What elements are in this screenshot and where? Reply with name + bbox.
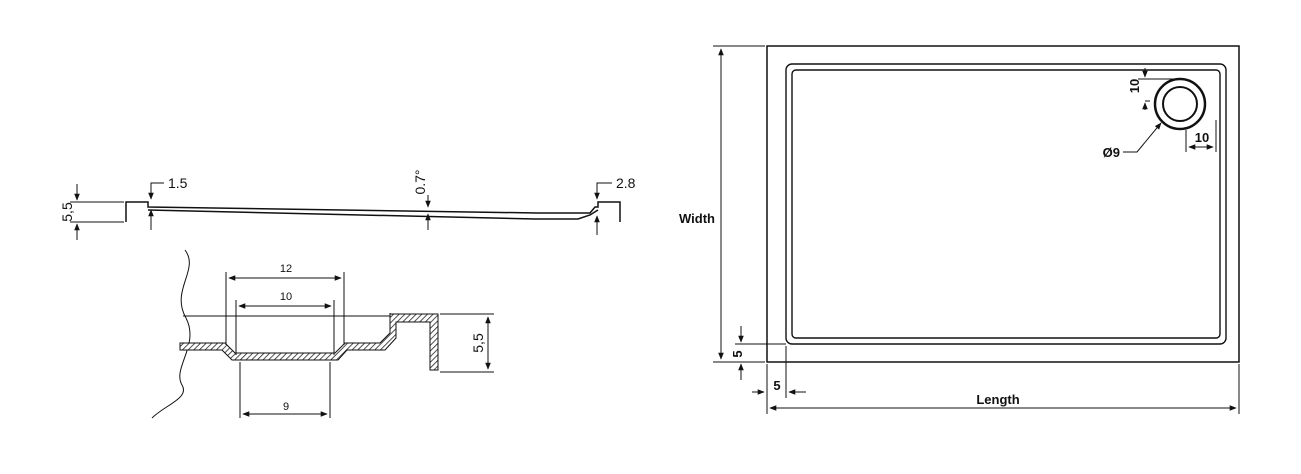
drain-diameter-label: Ø9 xyxy=(1103,145,1120,160)
drain-outer-width-dimension: 12 xyxy=(225,263,345,345)
profile-height-label: 5,5 xyxy=(59,202,75,222)
drain-side-offset-label: 10 xyxy=(1195,130,1209,145)
drain-top-offset-label: 10 xyxy=(1127,79,1142,93)
corner-horizontal-offset-dimension: 5 xyxy=(752,346,806,398)
drain-outer-ring-icon xyxy=(1153,77,1207,131)
drain-inner-width-dimension: 10 xyxy=(235,291,335,355)
section-break-line xyxy=(151,249,191,419)
profile-slope-dimension: 0.7° xyxy=(412,169,431,230)
drain-outlet xyxy=(1153,77,1207,131)
drain-diameter-callout: Ø9 xyxy=(1103,122,1162,160)
profile-view: 5,5 1.5 0.7° 2.8 xyxy=(59,169,636,240)
profile-right-step-dimension: 2.8 xyxy=(594,175,636,235)
drain-bottom-width-dimension: 9 xyxy=(239,362,331,418)
drain-rim-height-dimension: 5,5 xyxy=(440,313,494,373)
profile-left-step-dimension: 1.5 xyxy=(148,175,188,230)
drain-side-offset-dimension: 10 xyxy=(1185,120,1217,152)
corner-vertical-offset-label: 5 xyxy=(730,350,745,357)
drain-top-offset-dimension: 10 xyxy=(1127,68,1175,110)
profile-height-dimension: 5,5 xyxy=(59,184,124,240)
width-dimension: Width xyxy=(679,45,765,363)
corner-vertical-offset-dimension: 5 xyxy=(730,326,786,380)
drain-outer-width-label: 12 xyxy=(280,263,292,275)
drain-bottom-width-label: 9 xyxy=(283,401,289,413)
tray-wall-section xyxy=(179,313,439,371)
drain-section-detail: 12 10 9 5,5 xyxy=(151,249,494,419)
tray-outer-edge xyxy=(766,45,1240,363)
tray-basin-outer-line xyxy=(785,63,1227,345)
plan-view: 10 10 Ø9 Width Length xyxy=(679,45,1240,414)
tray-profile-outline xyxy=(125,201,621,222)
profile-right-step-label: 2.8 xyxy=(616,175,636,191)
drain-inner-ring-icon xyxy=(1162,86,1198,122)
profile-slope-label: 0.7° xyxy=(412,169,428,194)
profile-left-step-label: 1.5 xyxy=(168,175,188,191)
length-label: Length xyxy=(976,392,1019,407)
width-label: Width xyxy=(679,211,715,226)
tray-basin-inner-line xyxy=(791,69,1221,339)
drain-inner-width-label: 10 xyxy=(280,291,292,303)
length-dimension: Length xyxy=(766,364,1240,414)
tray-profile-inner-line xyxy=(147,209,599,220)
corner-horizontal-offset-label: 5 xyxy=(773,378,780,393)
drain-rim-height-label: 5,5 xyxy=(470,333,486,353)
